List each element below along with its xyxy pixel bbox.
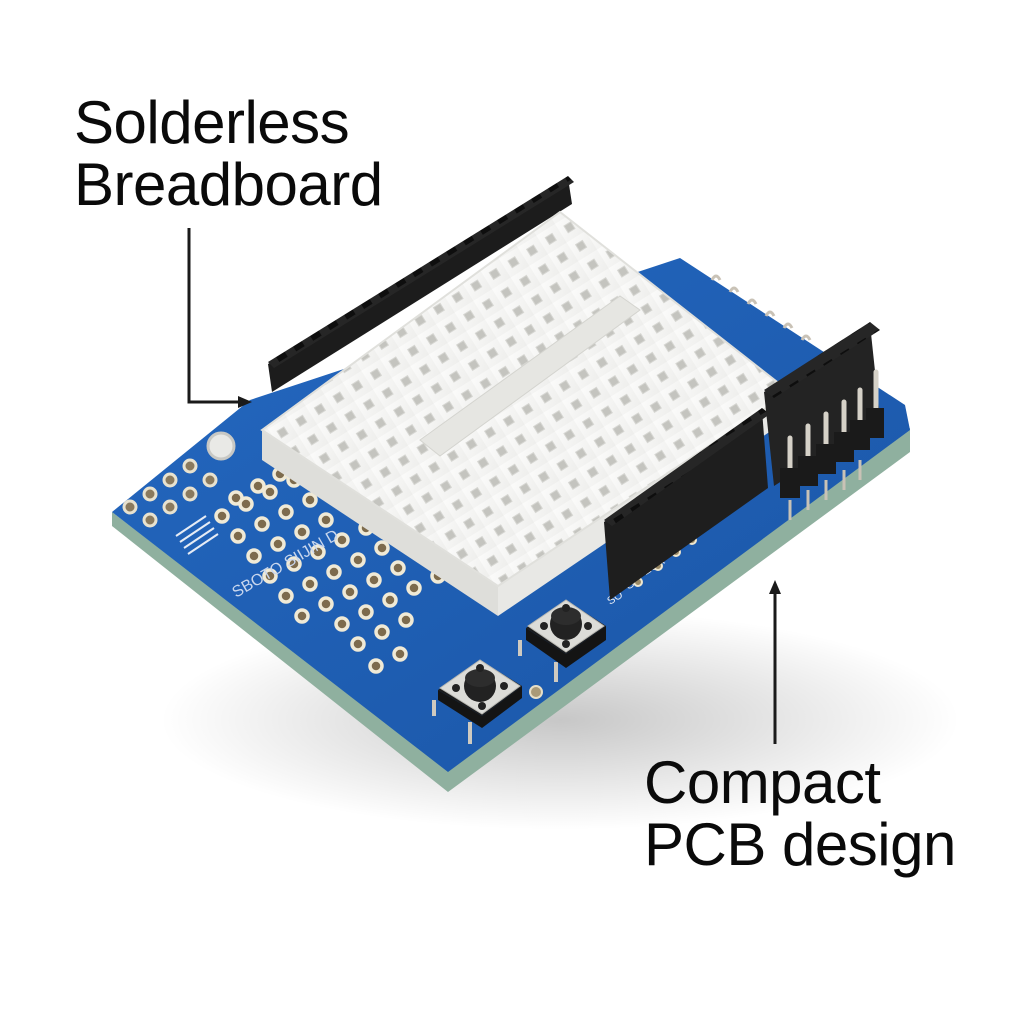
tactile-button-2 <box>518 599 606 682</box>
callout-label-pcb: Compact PCB design <box>644 752 956 876</box>
callout-pcb-line2: PCB design <box>644 811 956 878</box>
male-pins-back <box>710 274 812 341</box>
tactile-button-1 <box>432 659 522 744</box>
silkscreen-logo <box>175 515 219 555</box>
female-header-right-tall <box>764 322 880 486</box>
pad <box>529 685 543 699</box>
pad-cluster-left <box>122 458 218 528</box>
female-header-right-short <box>604 408 770 600</box>
callout-label-breadboard: Solderless Breadboard <box>74 92 383 216</box>
callout-breadboard-line2: Breadboard <box>74 151 383 218</box>
mounting-hole <box>206 431 236 461</box>
prototype-hole-grid <box>214 460 446 674</box>
male-pin-row <box>780 369 884 520</box>
arrow-head-up-icon <box>769 580 781 594</box>
arrow-head-right-icon <box>238 396 252 408</box>
callout-pcb-line1: Compact <box>644 749 881 816</box>
callout-arrow-breadboard <box>187 228 240 404</box>
female-header-left <box>268 176 574 392</box>
callout-breadboard-line1: Solderless <box>74 89 350 156</box>
